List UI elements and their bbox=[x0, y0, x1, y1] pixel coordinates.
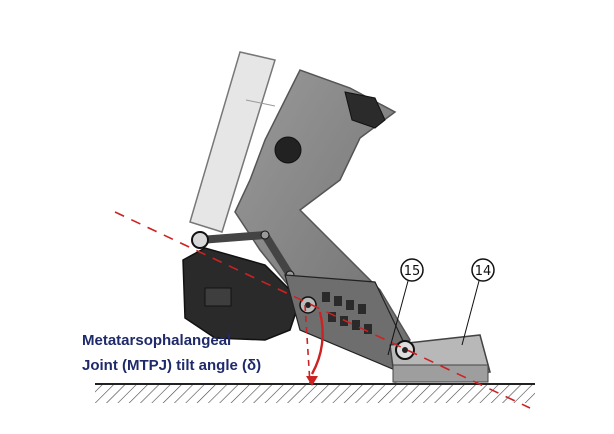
angle-label: Metatarsophalangeal Joint (MTPJ) tilt an… bbox=[82, 332, 261, 374]
reference-line bbox=[114, 211, 531, 409]
toe-plate bbox=[389, 334, 491, 383]
angle-label-line1: Metatarsophalangeal bbox=[82, 332, 231, 349]
angle-arc bbox=[306, 311, 324, 386]
callout-15: 15 bbox=[387, 258, 424, 356]
callout-14-text: 14 bbox=[475, 264, 492, 279]
callout-14: 14 bbox=[461, 258, 495, 346]
callout-15-text: 15 bbox=[404, 264, 421, 279]
ankle-mechanism bbox=[284, 274, 406, 371]
ground bbox=[95, 383, 535, 403]
heel-block bbox=[182, 247, 301, 341]
light-upright-bar bbox=[189, 51, 276, 233]
angle-label-line2: Joint (MTPJ) tilt angle (δ) bbox=[82, 357, 261, 374]
